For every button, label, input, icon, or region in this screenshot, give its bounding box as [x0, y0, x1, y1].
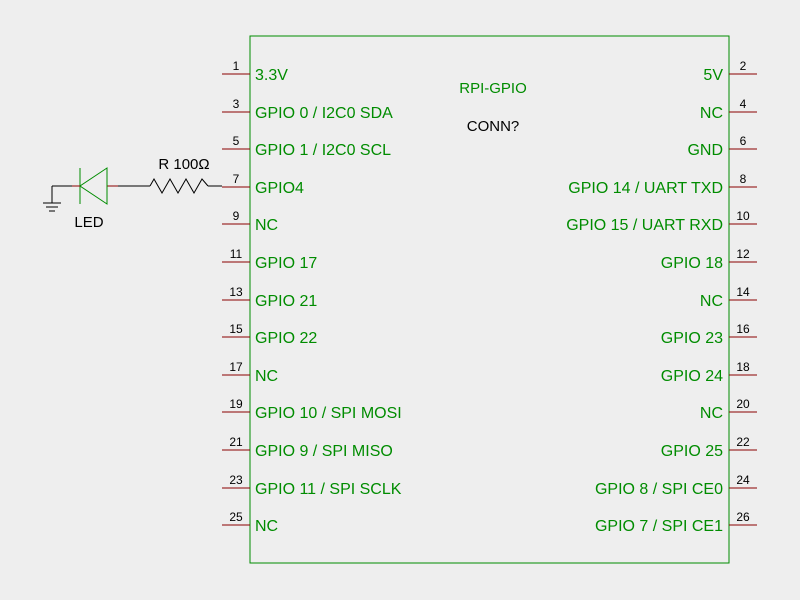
pin-number: 25	[229, 510, 243, 524]
pin-number: 11	[230, 247, 243, 261]
ground-icon	[43, 185, 72, 212]
left-pin-1: 1 3.3V	[222, 59, 288, 84]
pin-number: 24	[736, 473, 750, 487]
pin-number: 13	[229, 285, 243, 299]
pin-number: 1	[233, 59, 240, 73]
pin-label: GND	[687, 142, 723, 159]
pin-number: 18	[736, 360, 750, 374]
pin-number: 3	[233, 97, 240, 111]
pin-label: NC	[700, 105, 723, 122]
pin-label: GPIO 17	[255, 255, 317, 272]
pin-number: 7	[233, 172, 240, 186]
pin-number: 5	[233, 134, 240, 148]
pin-label: NC	[700, 405, 723, 422]
pin-number: 6	[740, 134, 747, 148]
connector-name: RPI-GPIO	[459, 80, 527, 97]
pin-label: GPIO 0 / I2C0 SDA	[255, 105, 393, 122]
pin-label: GPIO 15 / UART RXD	[566, 217, 723, 234]
pin-number: 8	[740, 172, 747, 186]
pin-label: NC	[255, 217, 278, 234]
pin-label: GPIO 18	[661, 255, 723, 272]
led-diode-symbol	[79, 167, 108, 205]
pin-number: 15	[229, 322, 243, 336]
pin-number: 12	[736, 247, 750, 261]
pin-number: 20	[736, 397, 750, 411]
led-label: LED	[74, 214, 103, 231]
connector-reference: CONN?	[467, 118, 520, 135]
pin-label: GPIO 25	[661, 443, 723, 460]
pin-label: GPIO 7 / SPI CE1	[595, 518, 723, 535]
pin-label: GPIO 9 / SPI MISO	[255, 443, 393, 460]
resistor: R 100Ω	[138, 156, 210, 195]
pin-number: 2	[740, 59, 747, 73]
pin-label: 3.3V	[255, 67, 288, 84]
right-pin-2: 2 5V	[703, 59, 757, 84]
resistor-label: R 100Ω	[158, 156, 209, 173]
pin-label: 5V	[703, 67, 723, 84]
pin-label: NC	[255, 368, 278, 385]
left-pin-9: 9NC	[222, 209, 278, 234]
pin-number: 26	[736, 510, 750, 524]
pin-number: 16	[736, 322, 750, 336]
pin-number: 23	[229, 473, 243, 487]
pin-label: GPIO 14 / UART TXD	[568, 180, 723, 197]
pin-number: 14	[736, 285, 750, 299]
pin-number: 22	[736, 435, 750, 449]
pin-number: 9	[233, 209, 240, 223]
pin-number: 4	[740, 97, 747, 111]
pin-label: GPIO 11 / SPI SCLK	[255, 481, 402, 498]
led: LED	[72, 167, 118, 231]
pin-label: GPIO 21	[255, 293, 317, 310]
pin-label: GPIO 24	[661, 368, 723, 385]
right-pin-4: 4NC	[700, 97, 757, 122]
pin-label: GPIO 23	[661, 330, 723, 347]
pin-label: GPIO 10 / SPI MOSI	[255, 405, 402, 422]
pin-label: GPIO 8 / SPI CE0	[595, 481, 723, 498]
pin-number: 10	[736, 209, 750, 223]
pin-label: GPIO 22	[255, 330, 317, 347]
pin-label: NC	[700, 293, 723, 310]
pin-label: GPIO4	[255, 180, 304, 197]
pin-label: NC	[255, 518, 278, 535]
pin-number: 19	[229, 397, 243, 411]
pin-label: GPIO 1 / I2C0 SCL	[255, 142, 391, 159]
pin-number: 21	[229, 435, 243, 449]
pin-number: 17	[229, 360, 243, 374]
